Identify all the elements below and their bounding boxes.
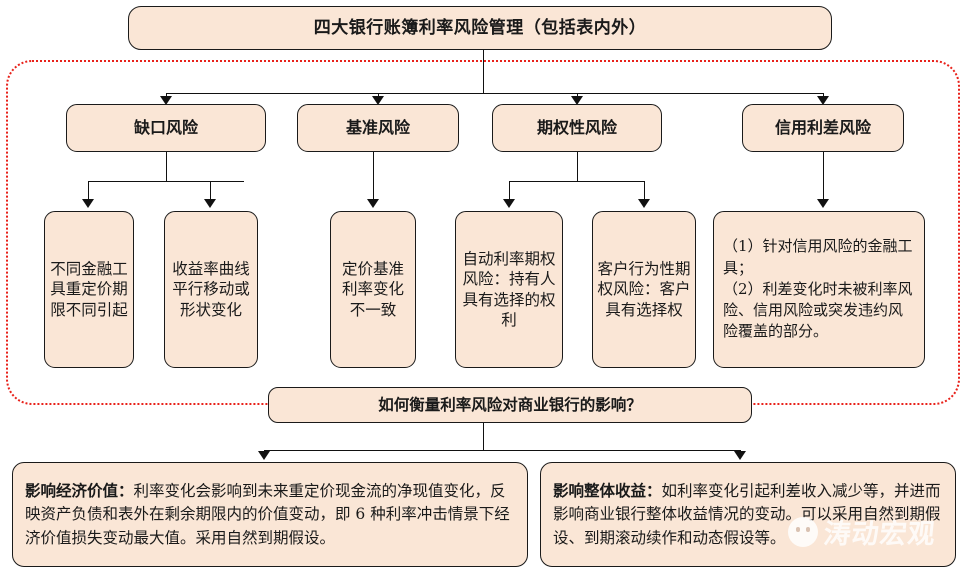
connector-cat1-bus	[88, 181, 244, 183]
outcome-box-economic-value: 影响经济价值：利率变化会影响到未来重定价现金流的净现值变化，反映资产负债和表外在…	[12, 462, 528, 567]
connector-leaf4-drop	[509, 181, 511, 202]
detail-text-1: 不同金融工具重定价期限不同引起	[50, 259, 128, 319]
diagram-title-text: 四大银行账簿利率风险管理（包括表内外）	[313, 17, 647, 38]
arrow-to-detail-3	[367, 199, 379, 208]
category-label-2: 基准风险	[345, 118, 410, 138]
connector-leaf5-drop	[644, 181, 646, 202]
outcome-lead-1: 影响经济价值：	[25, 481, 134, 501]
arrow-to-category-1	[160, 96, 172, 105]
detail-box-6: （1）针对信用风险的金融工具； （2）利差变化时未被利率风险、信用风险或突发违约…	[713, 211, 925, 368]
category-box-option-risk: 期权性风险	[492, 104, 662, 152]
connector-category-bus	[166, 93, 823, 95]
connector-cat3-bus	[509, 181, 644, 183]
connector-outcome-bus	[264, 450, 740, 452]
arrow-to-outcome-left	[258, 451, 270, 460]
category-label-1: 缺口风险	[133, 118, 198, 138]
detail-text-2: 收益率曲线平行移动或形状变化	[172, 259, 250, 319]
detail-text-4: 自动利率期权风险：持有人具有选择的权利	[462, 249, 556, 329]
category-box-gap-risk: 缺口风险	[66, 104, 266, 152]
category-box-basis-risk: 基准风险	[297, 104, 459, 152]
arrow-to-detail-6	[817, 199, 829, 208]
detail-text-6-line-2: （2）利差变化时未被利率风险、信用风险或突发违约风险覆盖的部分。	[723, 279, 913, 341]
category-box-credit-spread-risk: 信用利差风险	[742, 104, 904, 152]
connector-cat2-stem	[373, 152, 375, 202]
connector-title-stem	[483, 50, 485, 94]
arrow-to-category-2	[372, 96, 384, 105]
outcome-body-2: 如利率变化引起利差收入减少等，并进而影响商业银行整体收益情况的变动。可以采用自然…	[553, 482, 941, 547]
connector-cat3-stem	[577, 152, 579, 182]
detail-box-3: 定价基准利率变化不一致	[330, 211, 416, 368]
category-label-4: 信用利差风险	[774, 118, 871, 138]
outcome-lead-2: 影响整体收益：	[553, 481, 662, 501]
detail-text-6-line-1: （1）针对信用风险的金融工具；	[723, 237, 913, 277]
detail-box-2: 收益率曲线平行移动或形状变化	[164, 211, 258, 368]
arrow-to-detail-1	[82, 199, 94, 208]
arrow-to-category-3	[571, 96, 583, 105]
detail-box-1: 不同金融工具重定价期限不同引起	[44, 211, 134, 368]
question-box: 如何衡量利率风险对商业银行的影响？	[268, 387, 752, 423]
arrow-to-outcome-right	[734, 451, 746, 460]
connector-leaf1-drop	[88, 181, 90, 202]
arrow-to-detail-2	[204, 199, 216, 208]
connector-cat4-stem	[823, 152, 825, 202]
outcome-box-overall-earnings: 影响整体收益：如利率变化引起利差收入减少等，并进而影响商业银行整体收益情况的变动…	[540, 462, 956, 567]
category-label-3: 期权性风险	[536, 118, 617, 138]
detail-text-5: 客户行为性期权风险：客户具有选择权	[597, 259, 691, 319]
arrow-to-detail-5	[638, 199, 650, 208]
arrow-to-category-4	[817, 96, 829, 105]
arrow-to-detail-4	[503, 199, 515, 208]
connector-leaf2-drop	[210, 181, 212, 202]
diagram-title-box: 四大银行账簿利率风险管理（包括表内外）	[128, 6, 832, 50]
detail-box-5: 客户行为性期权风险：客户具有选择权	[592, 211, 696, 368]
detail-box-4: 自动利率期权风险：持有人具有选择的权利	[455, 211, 563, 368]
connector-question-stem	[483, 423, 485, 451]
detail-text-3: 定价基准利率变化不一致	[341, 259, 404, 319]
question-text: 如何衡量利率风险对商业银行的影响？	[378, 394, 642, 414]
outcome-body-1: 利率变化会影响到未来重定价现金流的净现值变化，反映资产负债和表外在剩余期限内的价…	[25, 482, 510, 547]
connector-cat1-stem	[166, 152, 168, 182]
